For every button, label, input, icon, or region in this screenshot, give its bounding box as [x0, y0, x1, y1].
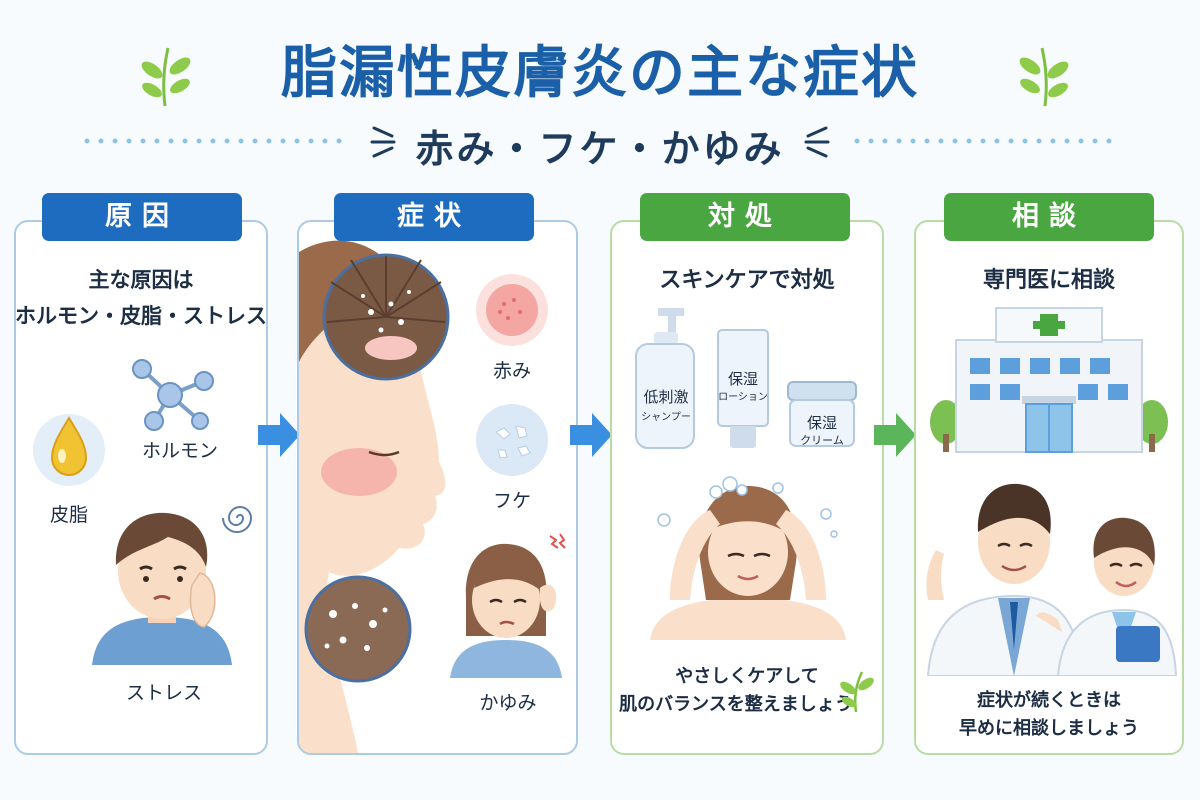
sebum-label: 皮脂	[49, 504, 88, 526]
page-title: 脂漏性皮膚炎の主な症状	[281, 41, 919, 106]
dandruff-icon	[476, 404, 548, 476]
consult-heading: 専門医に相談	[982, 268, 1115, 293]
sparkle-icon-right	[804, 126, 830, 158]
itchy-girl-illustration	[450, 543, 562, 678]
doctors-illustration	[926, 483, 1178, 676]
consult-note-line1: 症状が続くときは	[977, 690, 1121, 711]
cream-label-line1: 保湿	[806, 414, 837, 432]
care-note-line2: 肌のバランスを整えましょう	[619, 694, 853, 715]
stressed-boy-illustration	[92, 512, 232, 665]
care-tag: 対処	[640, 193, 850, 241]
sebum-drop-icon	[33, 414, 105, 486]
leaf-icon-right	[1019, 47, 1069, 107]
stress-label: ストレス	[125, 682, 202, 704]
care-note-line1: やさしくケアして	[675, 666, 819, 687]
page-subtitle: 赤み・フケ・かゆみ	[415, 127, 785, 171]
redness-label: 赤み	[492, 360, 531, 382]
symptom-tag: 症状	[334, 193, 534, 241]
lotion-tube-icon	[717, 329, 769, 448]
cream-jar-icon	[787, 381, 857, 447]
leaf-icon-care	[840, 671, 874, 713]
cause-tag: 原因	[42, 193, 242, 241]
scalp-closeup-bottom	[304, 575, 412, 683]
itch-label: かゆみ	[479, 692, 537, 714]
hormone-label: ホルモン	[141, 440, 218, 462]
arrow-right-icon-2	[570, 413, 612, 457]
lotion-label-line2: ローション	[718, 392, 768, 403]
consult-note-line2: 早めに相談しましょう	[959, 718, 1139, 739]
leaf-icon-left	[141, 47, 191, 107]
divider-dots-right	[850, 138, 1120, 144]
molecule-icon	[132, 359, 214, 431]
arrow-right-icon-1	[258, 413, 300, 457]
shampoo-label-line2: シャンプー	[641, 412, 691, 423]
cause-heading-line1: 主な原因は	[88, 268, 194, 292]
shampoo-bottle-icon	[635, 308, 695, 449]
stress-swirl-icon	[222, 506, 253, 533]
dandruff-label: フケ	[492, 490, 531, 512]
arrow-right-icon-3	[874, 413, 916, 457]
hair-washing-woman-illustration	[650, 476, 846, 640]
cause-heading-line2: ホルモン・皮脂・ストレス	[15, 304, 267, 328]
cream-label-line2: クリーム	[800, 434, 844, 447]
sparkle-icon-left	[370, 126, 396, 158]
care-heading: スキンケアで対処	[659, 268, 835, 293]
scalp-closeup-top	[322, 253, 450, 381]
divider-dots-left	[80, 138, 350, 144]
itch-mark-icon	[549, 533, 566, 549]
cause-panel	[14, 220, 268, 755]
consult-tag: 相談	[944, 193, 1154, 241]
hospital-building-icon	[930, 307, 1168, 453]
lotion-label-line1: 保湿	[727, 370, 758, 388]
redness-icon	[476, 274, 548, 346]
shampoo-label-line1: 低刺激	[643, 388, 689, 406]
